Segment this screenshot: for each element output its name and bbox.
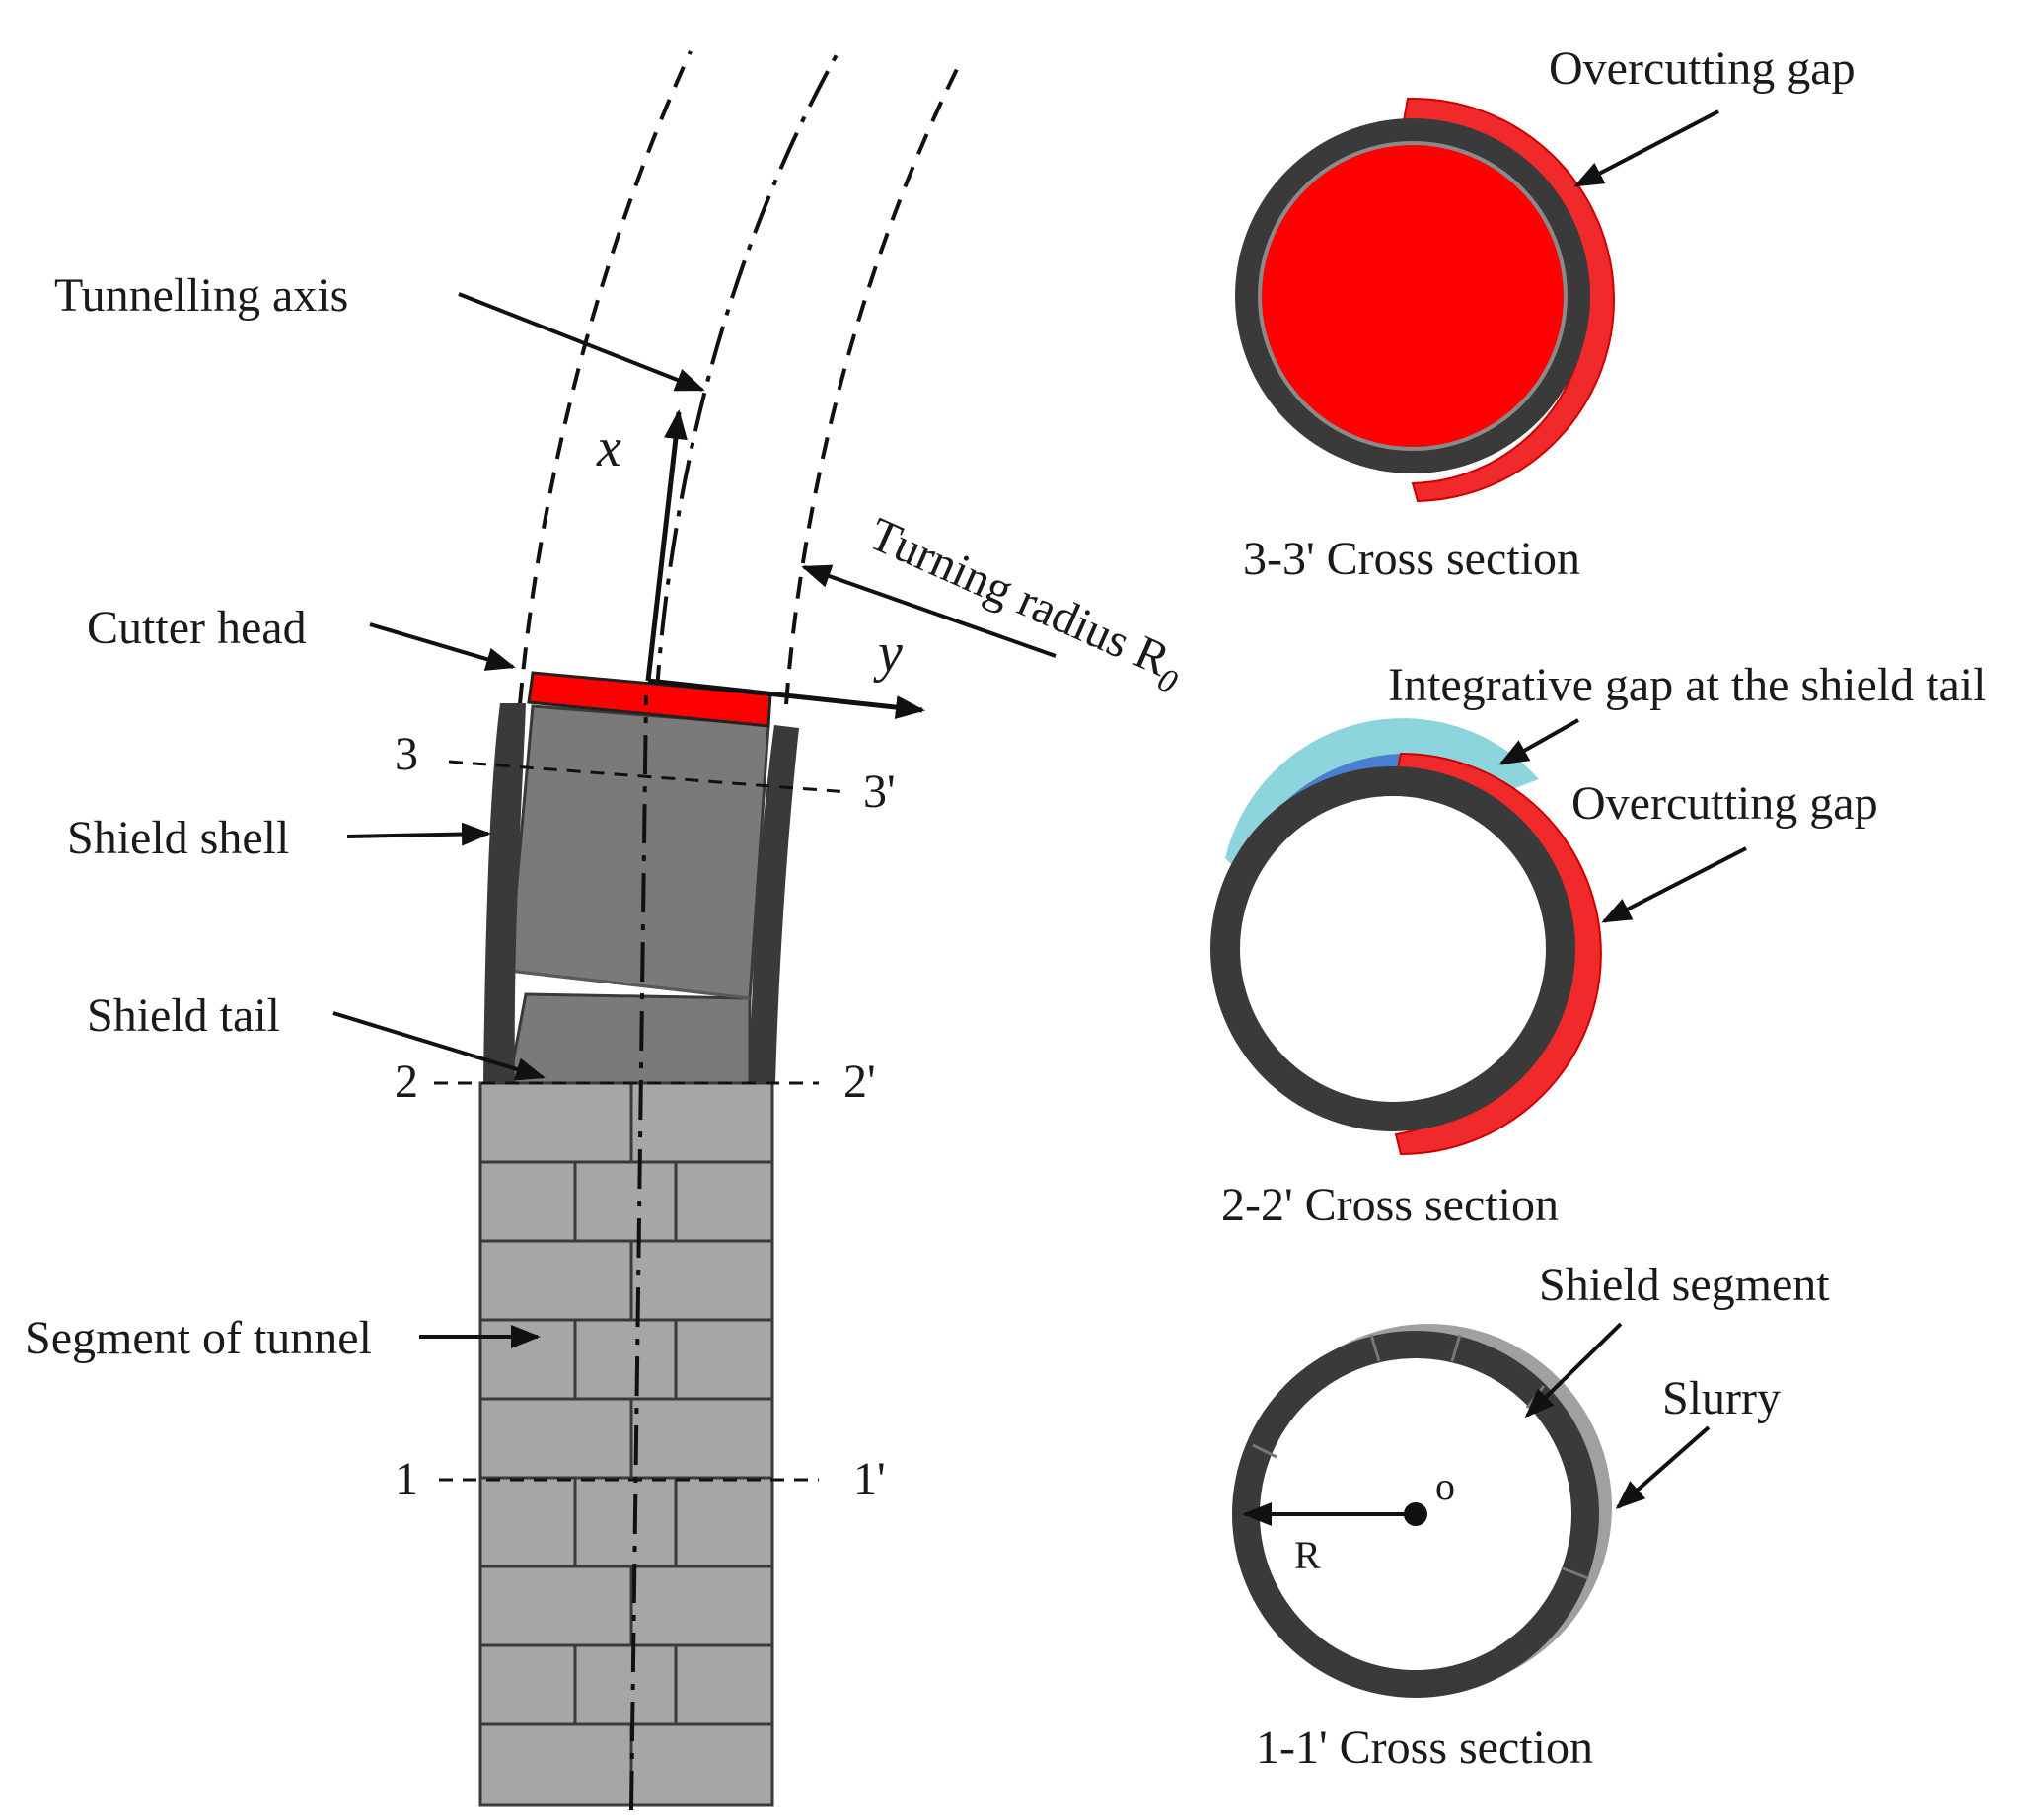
axis-x-label: x: [596, 417, 621, 478]
gap-label-2: Overcutting gap: [1571, 777, 1878, 830]
section-3-label: 3: [395, 728, 418, 780]
tunnelling-axis-pointer: [458, 292, 705, 392]
section-line-3: [448, 760, 849, 794]
lining-axis: [629, 694, 648, 1811]
section-2p-label: 2': [843, 1056, 876, 1108]
cutter-head-label: Cutter head: [87, 602, 307, 654]
cross-section-2-2: Integrative gap at the shield tail Overc…: [1210, 659, 1986, 1231]
section-lines: [434, 760, 849, 1482]
section-3p-label: 3': [863, 765, 896, 818]
section-1p-label: 1': [853, 1453, 886, 1505]
center-point: [1404, 1502, 1427, 1526]
caption-2-2: 2-2' Cross section: [1221, 1179, 1559, 1231]
center-label: o: [1435, 1464, 1455, 1508]
shield-segment-label: Shield segment: [1539, 1259, 1830, 1311]
gap-pointer-2: [1601, 846, 1747, 923]
tunnel-boundary-right: [784, 58, 964, 705]
caption-3-3: 3-3' Cross section: [1243, 533, 1580, 585]
tail-gap-pointer: [1498, 718, 1579, 765]
axis-y-label: y: [873, 622, 903, 684]
gap-label-3: Overcutting gap: [1549, 42, 1856, 95]
shield-tail-label: Shield tail: [87, 989, 280, 1042]
shield-shell-left: [483, 703, 526, 1083]
tail-gap-label: Integrative gap at the shield tail: [1388, 659, 1986, 711]
tunnelling-axis-curve: [654, 50, 840, 705]
integrative-gap-cyan: [1225, 718, 1539, 878]
gap-pointer-3: [1573, 109, 1719, 187]
shield-body: [507, 704, 770, 1085]
caption-1-1: 1-1' Cross section: [1256, 1721, 1593, 1774]
slurry-label: Slurry: [1662, 1372, 1781, 1424]
cross-section-3-3: Overcutting gap 3-3' Cross section: [1235, 42, 1856, 585]
longitudinal-view: x y 3 3' 2 2' 1 1' Tunnelling axis Cutte…: [25, 50, 1183, 1811]
cross-section-1-1: o R Shield segment Slurry 1-1' Cross sec…: [1232, 1259, 1830, 1774]
cutter-head-pointer: [369, 622, 516, 671]
shield-tail-pointer: [332, 1011, 546, 1081]
segment-of-tunnel-label: Segment of tunnel: [25, 1312, 372, 1364]
shield-shell-label: Shield shell: [67, 812, 289, 864]
turning-radius-callout: Turning radius R0: [801, 508, 1183, 701]
shield-shell-pointer: [346, 822, 491, 846]
y-axis-arrow: [647, 678, 925, 720]
tunnelling-axis-label: Tunnelling axis: [54, 269, 348, 322]
section-1-label: 1: [395, 1453, 418, 1505]
segment-lining: [478, 1081, 774, 1807]
slurry-pointer: [1615, 1425, 1711, 1509]
shield-shell-right: [750, 725, 799, 1083]
radius-label: R: [1294, 1533, 1321, 1577]
shield-segment-pointer: [1524, 1322, 1623, 1419]
x-axis-arrow: [645, 409, 688, 682]
section-2-label: 2: [395, 1056, 418, 1108]
tunnel-boundary-left: [518, 50, 693, 705]
turning-radius-pointer: [801, 564, 1057, 658]
cutter-face-3: [1258, 141, 1568, 451]
ring-interior-2: [1240, 796, 1546, 1102]
